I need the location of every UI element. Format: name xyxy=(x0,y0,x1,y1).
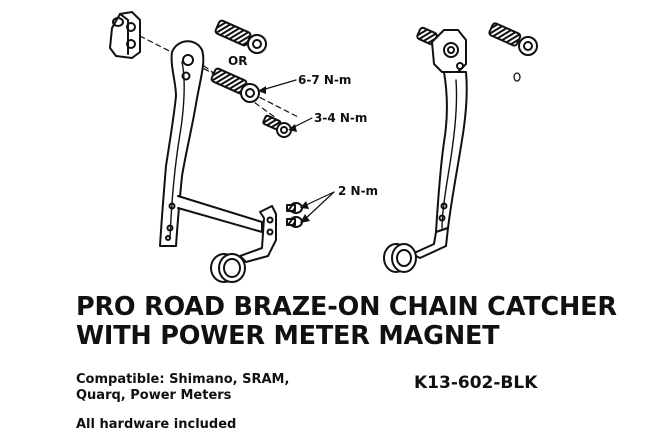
callout-leaders xyxy=(258,79,335,223)
or-label: OR xyxy=(228,54,248,68)
torque-label-small-bolt: 3-4 N-m xyxy=(314,111,368,125)
product-title-line-1: PRO ROAD BRAZE-ON CHAIN CATCHER xyxy=(76,292,617,322)
chain-catcher-arm xyxy=(159,40,205,247)
braze-on-mount xyxy=(109,11,141,59)
exploded-assembly xyxy=(109,11,335,283)
hardware-note: All hardware included xyxy=(76,417,237,432)
torque-label-magnet-bolts: 2 N-m xyxy=(338,184,379,198)
long-bolt-top xyxy=(214,19,267,54)
power-meter-magnet xyxy=(210,253,246,283)
small-bolt xyxy=(262,114,292,138)
product-sku: K13-602-BLK xyxy=(414,373,538,393)
assembled-view xyxy=(383,22,538,273)
torque-label-bolt: 6-7 N-m xyxy=(298,73,352,87)
long-bolt-middle xyxy=(210,67,260,103)
compatibility-line-1: Compatible: Shimano, SRAM, xyxy=(76,372,290,387)
product-title-line-2: WITH POWER METER MAGNET xyxy=(76,321,500,351)
compatibility-line-2: Quarq, Power Meters xyxy=(76,388,232,403)
magnet-bolts xyxy=(286,202,303,228)
magnet-bracket xyxy=(239,205,277,263)
product-diagram xyxy=(109,11,538,283)
